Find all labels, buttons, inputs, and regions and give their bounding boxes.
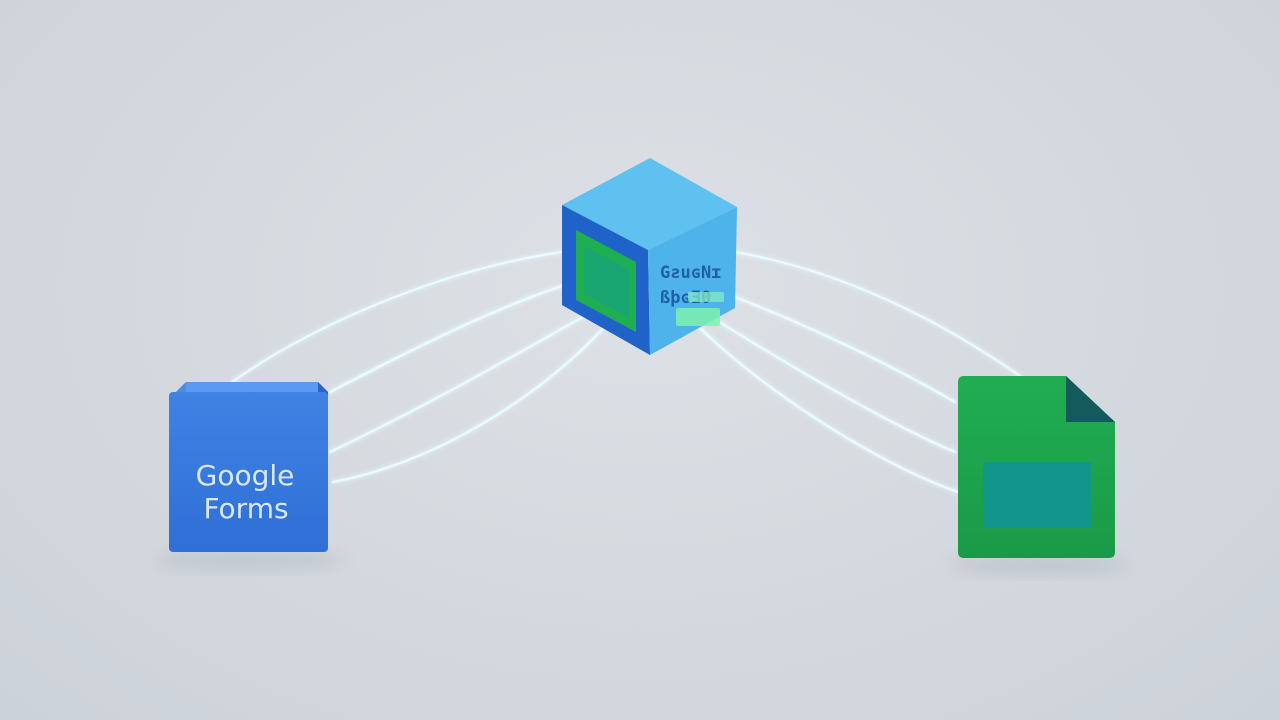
sheets-table-panel [983, 462, 1091, 528]
forms-shadow [155, 550, 345, 570]
hub-cube: GƨuɢNɪ ßϸɢƎ0 [562, 158, 737, 355]
sheets-shadow [948, 555, 1128, 575]
hub-teal-inner [584, 246, 630, 318]
forms-cube-front [169, 392, 328, 552]
connector-line [230, 250, 564, 384]
connector-line [331, 316, 614, 484]
hub-highlight-bar [676, 308, 720, 326]
hub-label-line1: GƨuɢNɪ [660, 263, 721, 283]
hub-cube-top [562, 158, 737, 250]
google-forms-cube: Google Forms [169, 382, 328, 552]
connector-line [728, 293, 957, 404]
connector-line [733, 250, 1022, 378]
connector-line [698, 308, 957, 454]
forms-label-line1: Google [196, 459, 295, 492]
forms-cube-top [176, 382, 328, 392]
forms-label-line2: Forms [203, 492, 288, 525]
forms-cube-left-edge [176, 382, 186, 392]
connector-line [688, 316, 960, 494]
connector-line [328, 300, 612, 454]
connectors-left [230, 250, 614, 484]
google-sheets-document [958, 376, 1115, 558]
connectors-right [688, 250, 1022, 494]
sheets-folded-corner [1066, 376, 1115, 422]
hub-highlight-bar-glow [688, 292, 724, 302]
